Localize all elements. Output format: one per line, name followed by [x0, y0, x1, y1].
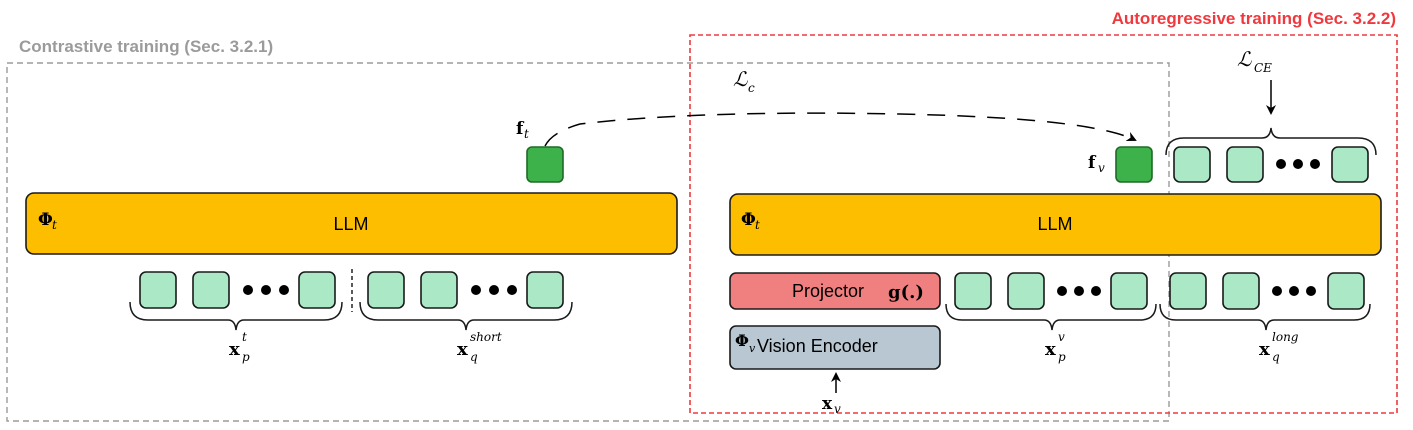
ellipsis-dot — [243, 285, 253, 295]
token — [139, 271, 177, 309]
ellipsis-dot — [1057, 286, 1067, 296]
output-brace — [1165, 127, 1377, 156]
left-llm-block — [25, 192, 678, 255]
ellipsis-dot — [1289, 286, 1299, 296]
right-llm-label: LLM — [1037, 214, 1072, 234]
token — [192, 271, 230, 309]
contrastive-loss-arc — [544, 112, 1137, 147]
visual-token-group — [954, 272, 1148, 310]
vision-encoder-label: Vision Encoder — [757, 336, 878, 356]
ellipsis-dot — [489, 285, 499, 295]
right-group1-sup: v — [1058, 330, 1065, 344]
token — [298, 271, 336, 309]
vision-phi-sub: v — [749, 342, 756, 355]
right-feature-token — [1115, 146, 1153, 183]
token — [420, 271, 458, 309]
visual-token-brace — [945, 303, 1157, 331]
right-group2-base: x — [1259, 339, 1270, 360]
vision-input-sub: v — [834, 402, 841, 416]
output-token-group — [1173, 146, 1369, 183]
ellipsis-dot — [261, 285, 271, 295]
token — [1007, 272, 1045, 310]
left-token-group-1 — [139, 271, 336, 309]
token — [1222, 272, 1260, 310]
left-group2-sup: short — [470, 330, 502, 344]
left-group2-sub: q — [470, 350, 478, 364]
ellipsis-dot — [471, 285, 481, 295]
right-group1-sub: p — [1058, 350, 1066, 364]
right-phi-sub: t — [755, 218, 760, 232]
token — [1173, 146, 1211, 183]
token — [1226, 146, 1264, 183]
left-feature-sub: t — [524, 127, 529, 141]
token — [367, 271, 405, 309]
left-group1-sub: p — [242, 350, 250, 364]
token — [954, 272, 992, 310]
right-feature-symbol: f — [1088, 153, 1097, 173]
vision-encoder-block — [729, 325, 941, 370]
ellipsis-dot — [1091, 286, 1101, 296]
autoregressive-region-title: Autoregressive training (Sec. 3.2.2) — [1112, 9, 1396, 28]
ellipsis-dot — [1310, 159, 1320, 169]
token — [526, 271, 564, 309]
left-group1-base: x — [229, 339, 240, 360]
left-feature-token — [526, 146, 564, 183]
left-group1-sup: t — [242, 330, 247, 344]
right-phi-symbol: Φ — [741, 210, 756, 230]
token — [1110, 272, 1148, 310]
left-phi-symbol: Φ — [38, 210, 53, 230]
right-group2-sub: q — [1272, 350, 1280, 364]
ce-loss-sub: CE — [1254, 61, 1272, 75]
ellipsis-dot — [1306, 286, 1316, 296]
autoregressive-region-box — [689, 34, 1398, 414]
left-llm-label: LLM — [333, 214, 368, 234]
right-llm-block — [729, 193, 1382, 256]
token — [1331, 146, 1369, 183]
ellipsis-dot — [507, 285, 517, 295]
projector-function: g(.) — [888, 282, 924, 303]
ce-loss-base: ℒ — [1237, 47, 1252, 71]
vision-phi-symbol: Φ — [735, 331, 749, 350]
right-group2-sup: long — [1272, 330, 1299, 344]
contrastive-region-title: Contrastive training (Sec. 3.2.1) — [19, 37, 273, 56]
long-text-brace — [1159, 303, 1371, 331]
token — [1169, 272, 1207, 310]
token — [1327, 272, 1365, 310]
long-text-token-group — [1169, 272, 1365, 310]
contrastive-loss-base: ℒ — [733, 67, 748, 91]
contrastive-loss-sub: c — [748, 81, 755, 95]
right-feature-sub: v — [1098, 161, 1105, 175]
projector-block — [729, 272, 941, 310]
ellipsis-dot — [1276, 159, 1286, 169]
left-phi-sub: t — [52, 218, 57, 232]
vision-input-base: x — [822, 394, 833, 414]
left-token-group-2 — [367, 271, 564, 309]
right-group1-base: x — [1045, 339, 1056, 360]
ellipsis-dot — [1293, 159, 1303, 169]
left-feature-symbol: f — [516, 119, 525, 139]
left-brace-1 — [129, 301, 343, 331]
left-brace-2 — [359, 301, 573, 331]
left-group2-base: x — [457, 339, 468, 360]
ellipsis-dot — [279, 285, 289, 295]
projector-label: Projector — [792, 281, 864, 301]
ellipsis-dot — [1074, 286, 1084, 296]
ellipsis-dot — [1272, 286, 1282, 296]
